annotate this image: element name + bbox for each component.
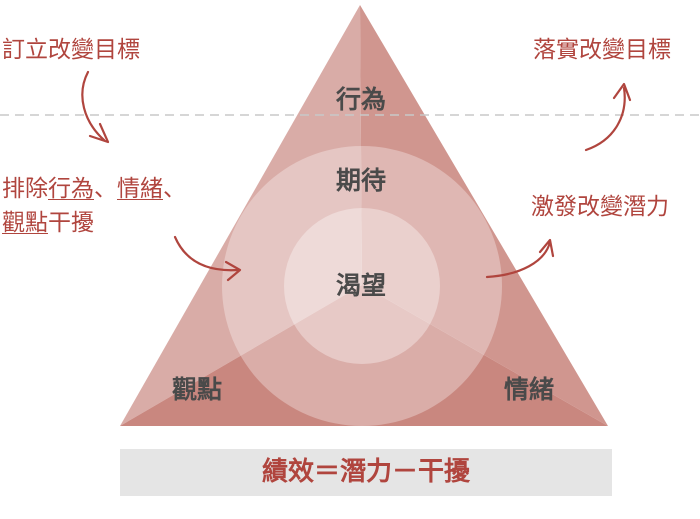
separator: 、 — [94, 176, 117, 202]
arrow-goal-to-remove — [81, 70, 110, 144]
triangle-upper-left — [120, 5, 362, 426]
remove-prefix: 排除 — [2, 176, 48, 202]
triangle-bottom — [120, 285, 608, 426]
outer-circle — [222, 146, 502, 426]
label-viewpoint: 觀點 — [171, 375, 223, 404]
achieve-goal-text: 落實改變目標 — [533, 37, 671, 63]
label-desire: 渴望 — [335, 271, 387, 300]
label-behavior: 行為 — [335, 85, 387, 114]
separator: 、 — [163, 176, 186, 202]
remove-interference-text: 排除行為、情緒、觀點干擾 — [2, 172, 186, 240]
label-expectation: 期待 — [335, 166, 387, 195]
unleash-potential-text: 激發改變潛力 — [531, 194, 669, 220]
formula-banner: 績效＝潛力－干擾 — [120, 449, 612, 496]
triangle-upper-right — [360, 5, 608, 426]
arrow-remove-to-triangle — [173, 235, 242, 282]
arrow-triangle-to-potential — [485, 238, 555, 279]
inner-circle — [284, 208, 440, 364]
set-goal-text: 訂立改變目標 — [2, 37, 140, 63]
label-emotion: 情緒 — [503, 375, 555, 404]
viewpoint-link: 觀點 — [2, 210, 48, 236]
arrow-potential-to-achieve — [584, 82, 632, 152]
interference-text: 干擾 — [48, 210, 94, 236]
emotion-link: 情緒 — [117, 176, 163, 202]
behavior-link: 行為 — [48, 176, 94, 202]
